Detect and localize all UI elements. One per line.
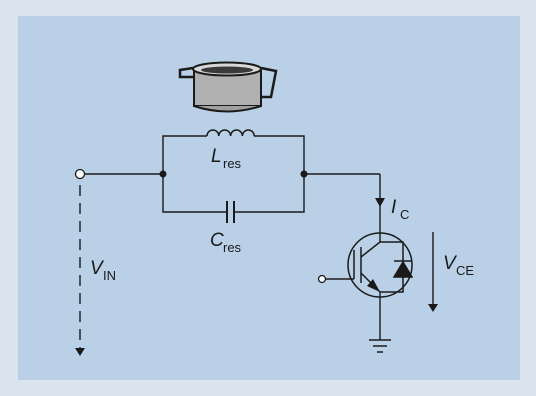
- collector-emitter-voltage-label: V CE: [443, 253, 474, 278]
- inductor-symbol: [206, 129, 255, 137]
- capacitor-label: C res: [210, 230, 242, 255]
- collector-current-label: I C: [391, 197, 409, 222]
- collector-emitter-voltage-label-main: V: [443, 253, 458, 274]
- inductor-label: L res: [211, 146, 242, 171]
- circuit-wires: [85, 135, 381, 340]
- gate-terminal: [317, 274, 327, 284]
- figure-panel: [18, 16, 520, 380]
- capacitor-symbol: [226, 201, 235, 223]
- input-voltage-label-sub: IN: [103, 268, 116, 283]
- collector-current-label-main: I: [391, 197, 397, 218]
- junction-dot: [300, 170, 308, 178]
- collector-emitter-voltage-label-sub: CE: [456, 263, 474, 278]
- input-voltage-label-main: V: [90, 258, 105, 279]
- diode-symbol: [392, 260, 414, 278]
- igbt-symbol: [324, 232, 413, 298]
- inductor-label-sub: res: [223, 156, 242, 171]
- capacitor-label-main: C: [210, 230, 224, 251]
- capacitor-label-sub: res: [223, 240, 242, 255]
- junction-dot: [159, 170, 167, 178]
- ground-symbol: [369, 339, 391, 353]
- inductor-label-main: L: [211, 146, 222, 167]
- junction-dots: [159, 170, 308, 178]
- emitter-arrow: [367, 279, 380, 292]
- cooking-pot-icon: [178, 61, 278, 113]
- collector-current-label-sub: C: [400, 207, 409, 222]
- input-voltage-label: V IN: [90, 258, 116, 283]
- collector-current-arrow: [375, 198, 385, 207]
- input-terminal: [74, 168, 86, 180]
